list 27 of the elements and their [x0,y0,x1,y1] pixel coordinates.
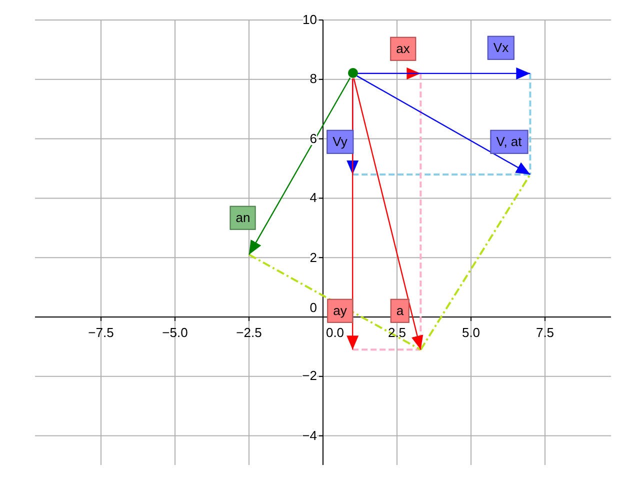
tick-label: 8 [310,72,317,86]
tick-label: 2 [310,250,317,264]
tick-label: 5.0 [462,326,480,339]
arrow [353,78,424,350]
vector-label: ay [327,298,353,324]
tick-label: 10 [302,13,317,26]
vector-label: an [230,206,256,230]
tick-label: 0.0 [326,326,344,339]
tick-label: 0 [310,301,317,314]
vector-label: ax [390,36,416,62]
tick-label: 7.5 [536,326,554,339]
arrow [358,67,530,80]
tick-label: 2.5 [388,326,406,339]
arrow [356,75,530,175]
vector-label: a [390,298,410,324]
tick-label: 6 [310,132,317,145]
vector-label: Vx [487,36,515,60]
tick-label: 4 [310,191,317,204]
vector-label: V, at [490,130,528,154]
arrow [248,78,351,255]
tick-label: −7.5 [88,326,114,339]
tick-label: −4 [302,428,317,442]
vector-label: Vy [326,130,354,154]
tick-label: −5.0 [162,326,188,339]
tick-label: −2.5 [236,326,262,339]
tick-label: −2 [302,369,317,382]
point-marker [348,68,358,78]
